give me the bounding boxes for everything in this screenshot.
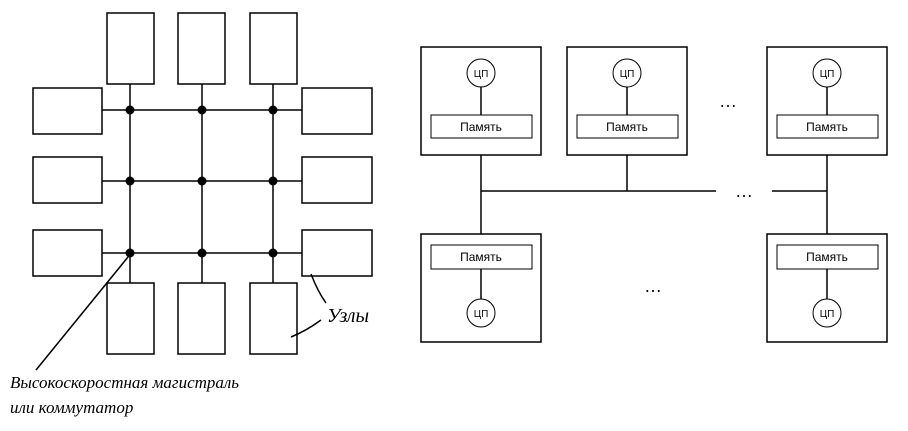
nodes-label: Узлы (327, 305, 369, 327)
node-right-3 (301, 229, 373, 277)
processor-module-bottom-1: Память ЦП (420, 233, 542, 343)
nodes-leader-lines (290, 273, 327, 338)
right-diagram: ЦП Память ЦП Память ЦП Память Память (420, 46, 888, 343)
cpu-label: ЦП (620, 69, 635, 80)
cpu-label: ЦП (474, 69, 489, 80)
cpu-label: ЦП (474, 309, 489, 320)
backbone-label-line1: Высокоскоростная магистраль (10, 373, 239, 392)
node-boxes (32, 12, 373, 355)
memory-box (776, 114, 879, 139)
processor-module-bottom-2: Память ЦП (766, 233, 888, 343)
cpu-circle (466, 58, 496, 88)
memory-label: Память (606, 120, 648, 134)
node-bottom-3 (249, 282, 298, 355)
memory-label: Память (806, 120, 848, 134)
node-right-1 (301, 87, 373, 135)
backbone-label-line2: или коммутатор (10, 398, 133, 417)
cpu-circle (812, 298, 842, 328)
system-bus (480, 155, 828, 234)
node-top-3 (249, 12, 298, 85)
processor-module-top-1: ЦП Память (420, 46, 542, 156)
backbone-leader-line (35, 256, 129, 371)
memory-box (776, 244, 879, 270)
cpu-circle (612, 58, 642, 88)
left-diagram: Узлы Высокоскоростная магистраль или ком… (10, 12, 373, 417)
node-left-3 (32, 229, 103, 277)
node-left-2 (32, 156, 103, 204)
node-bottom-2 (177, 282, 226, 355)
memory-label: Память (460, 120, 502, 134)
node-left-1 (32, 87, 103, 135)
cpu-circle (466, 298, 496, 328)
node-bottom-1 (106, 282, 155, 355)
node-top-2 (177, 12, 226, 85)
processor-module-top-3: ЦП Память (766, 46, 888, 156)
node-top-1 (106, 12, 155, 85)
ellipsis-top: … (719, 91, 737, 111)
memory-label: Память (460, 250, 502, 264)
processor-module-top-2: ЦП Память (566, 46, 688, 156)
node-right-2 (301, 156, 373, 204)
ellipsis-bottom: … (644, 276, 662, 296)
memory-label: Память (806, 250, 848, 264)
cpu-circle (812, 58, 842, 88)
memory-box (430, 114, 533, 139)
cpu-label: ЦП (820, 309, 835, 320)
cpu-label: ЦП (820, 69, 835, 80)
junction-dots (125, 105, 278, 258)
memory-box (576, 114, 679, 139)
ellipsis-bus: … (735, 181, 753, 201)
